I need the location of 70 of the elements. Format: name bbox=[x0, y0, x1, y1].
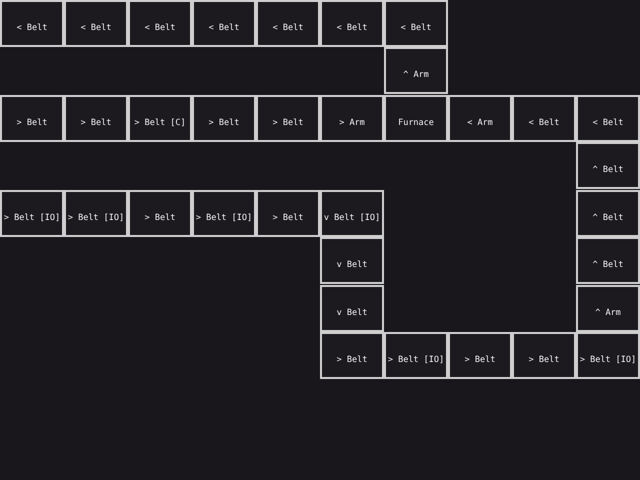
grid-tile bbox=[576, 237, 640, 284]
grid-tile bbox=[576, 190, 640, 237]
grid-tile bbox=[384, 0, 448, 47]
grid-tile bbox=[0, 95, 64, 142]
tile-label: < Belt bbox=[80, 22, 112, 32]
grid-tile bbox=[256, 95, 320, 142]
tile-label: v Belt [IO] bbox=[324, 212, 380, 222]
grid-tile bbox=[512, 332, 576, 379]
tile-label: > Belt [C] bbox=[134, 116, 186, 128]
grid-tile bbox=[0, 0, 64, 47]
grid-tile bbox=[64, 190, 128, 237]
tile-label: ^ Arm bbox=[595, 306, 621, 318]
tile-label: v Belt bbox=[336, 306, 368, 318]
tile-label: < Belt bbox=[208, 22, 240, 32]
tile-label: > Belt [IO] bbox=[4, 212, 60, 222]
grid-tile bbox=[448, 332, 512, 379]
tile-label: ^ Arm bbox=[403, 68, 429, 80]
tile-label: ^ Belt bbox=[592, 164, 624, 174]
grid-tile bbox=[576, 142, 640, 189]
tile-label: > Belt [IO] bbox=[388, 354, 444, 364]
tile-label: > Belt bbox=[464, 354, 496, 364]
grid-tile bbox=[64, 0, 128, 47]
tile-label: < Arm bbox=[467, 116, 493, 128]
grid-tile bbox=[192, 0, 256, 47]
tile-label: > Belt bbox=[80, 116, 112, 128]
tile-label: > Arm bbox=[339, 116, 365, 128]
tile-label: > Belt bbox=[272, 212, 304, 222]
tile-label: > Belt bbox=[272, 116, 304, 128]
tile-label: > Belt bbox=[336, 354, 368, 364]
grid-tile bbox=[576, 95, 640, 142]
grid-tile bbox=[576, 285, 640, 332]
tile-label: > Belt bbox=[528, 354, 560, 364]
tile-label: > Belt bbox=[16, 116, 48, 128]
grid-tile bbox=[576, 332, 640, 379]
grid-tile bbox=[512, 95, 576, 142]
grid-tile bbox=[320, 237, 384, 284]
grid-tile bbox=[320, 95, 384, 142]
grid-tile bbox=[0, 190, 64, 237]
tile-label: ^ Belt bbox=[592, 258, 624, 270]
grid-tile bbox=[64, 95, 128, 142]
tile-label: < Belt bbox=[336, 22, 368, 32]
tile-label: < Belt bbox=[272, 22, 304, 32]
grid-tile bbox=[384, 332, 448, 379]
tile-label: < Belt bbox=[144, 22, 176, 32]
grid-tile bbox=[384, 47, 448, 94]
tile-label: < Belt bbox=[400, 22, 432, 32]
grid-tile bbox=[320, 285, 384, 332]
tile-label: > Belt [IO] bbox=[68, 212, 124, 222]
tile-label: v Belt bbox=[336, 258, 368, 270]
grid-tile bbox=[448, 95, 512, 142]
tile-label: > Belt [IO] bbox=[196, 212, 252, 222]
tile-label: ^ Belt bbox=[592, 212, 624, 222]
tile-label: > Belt bbox=[144, 212, 176, 222]
grid-tile bbox=[384, 95, 448, 142]
grid-tile bbox=[128, 95, 192, 142]
grid-tile bbox=[128, 0, 192, 47]
grid-tile bbox=[256, 190, 320, 237]
tile-label: < Belt bbox=[16, 22, 48, 32]
grid-tile bbox=[128, 190, 192, 237]
grid-tile bbox=[320, 190, 384, 237]
grid-tile bbox=[256, 0, 320, 47]
tile-label: > Belt [IO] bbox=[580, 354, 636, 364]
tile-label: < Belt bbox=[592, 116, 624, 128]
tile-label: > Belt bbox=[208, 116, 240, 128]
grid-tile bbox=[192, 190, 256, 237]
grid-tile bbox=[320, 332, 384, 379]
tile-label: Furnace bbox=[398, 116, 434, 128]
tile-label: < Belt bbox=[528, 116, 560, 128]
grid-tile bbox=[320, 0, 384, 47]
grid-tile bbox=[192, 95, 256, 142]
